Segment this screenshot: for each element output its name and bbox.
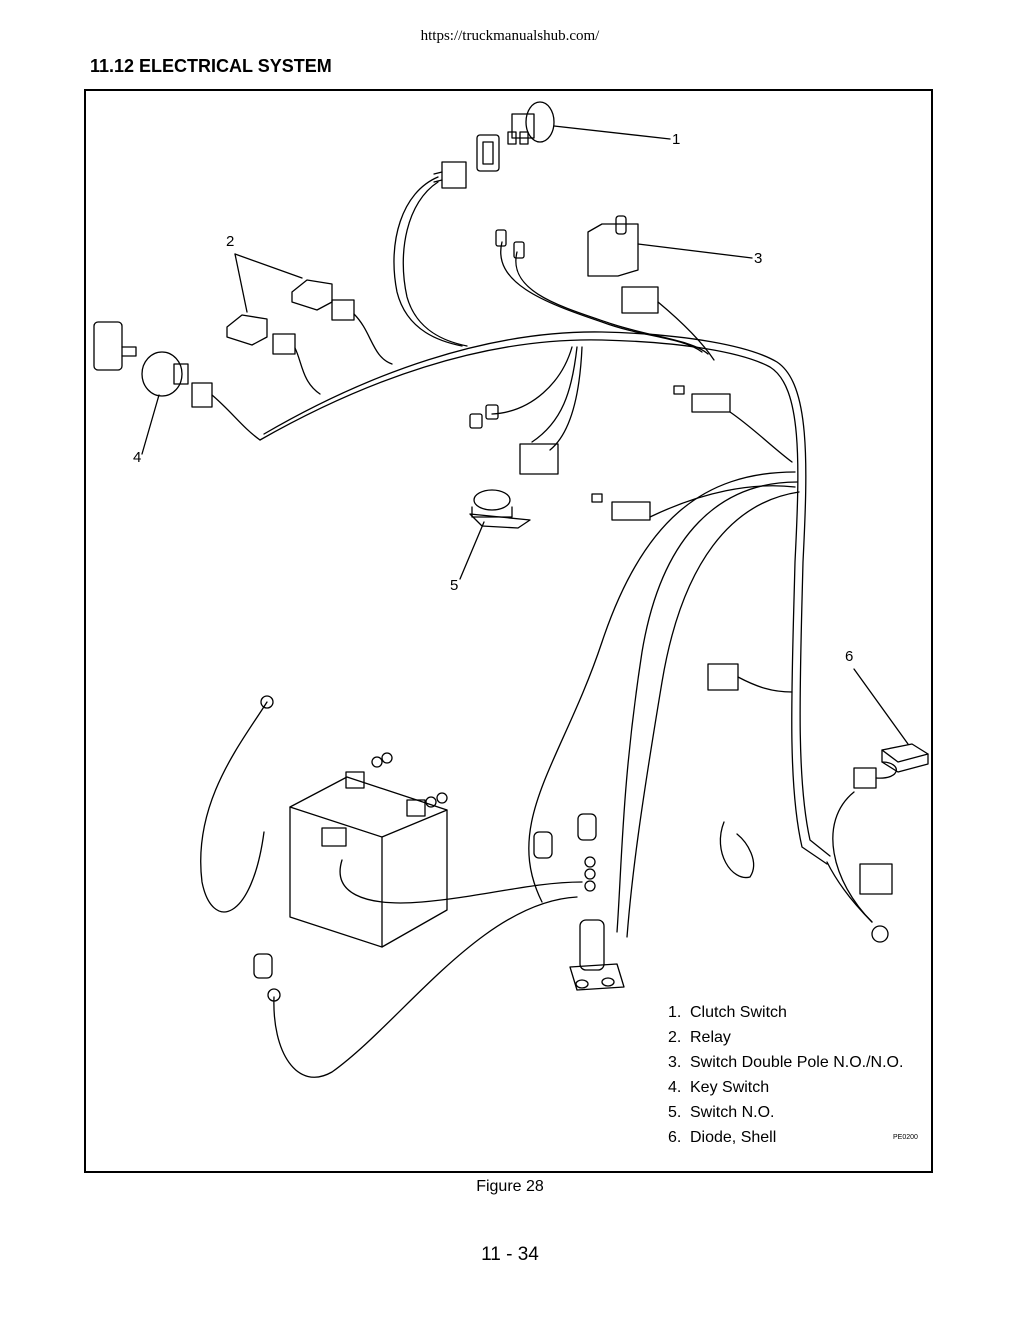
leader-line-1 — [553, 125, 671, 140]
battery-link-cable — [339, 859, 583, 904]
battery-nut-3 — [425, 796, 437, 808]
switch-no-part — [469, 489, 531, 529]
harness-trunk-inner — [263, 331, 831, 857]
legend-item: 2.Relay — [668, 1029, 731, 1046]
wiring-harness-diagram — [93, 101, 929, 1078]
legend-item: 5.Switch N.O. — [668, 1104, 775, 1121]
legend-item: 3.Switch Double Pole N.O./N.O. — [668, 1054, 904, 1071]
relay-part-a — [291, 279, 393, 365]
wire-top-a — [393, 176, 463, 347]
battery-nut-1 — [371, 756, 383, 768]
legend-item: 6.Diode, Shell — [668, 1129, 777, 1146]
callout-3: 3 — [754, 250, 763, 267]
terminal-boot-b — [533, 831, 553, 859]
callout-2: 2 — [226, 233, 235, 250]
battery-cable-positive — [273, 896, 578, 1078]
leader-line-4 — [141, 394, 160, 455]
double-pole-switch-part — [587, 215, 715, 361]
callout-6: 6 — [845, 648, 854, 665]
battery-part — [289, 771, 448, 948]
leader-line-6 — [853, 668, 909, 745]
leader-line-2a — [234, 253, 303, 279]
spade-terminal-b — [513, 241, 525, 259]
terminal-boot-c — [577, 813, 597, 841]
leader-line-5 — [459, 521, 485, 580]
wire-down-c — [491, 346, 573, 415]
callout-4: 4 — [133, 449, 142, 466]
legend-item: 1.Clutch Switch — [668, 1004, 787, 1021]
callout-1: 1 — [672, 131, 681, 148]
harness-trunk — [259, 339, 828, 865]
battery-nut-4 — [436, 792, 448, 804]
wire-down-a — [531, 346, 578, 443]
wire-long-a — [528, 471, 796, 903]
hook-clip — [719, 821, 755, 879]
wire-mid-a — [500, 241, 703, 353]
page-number: 11 - 34 — [481, 1244, 539, 1265]
battery-cable-negative — [200, 701, 268, 913]
connector-right-a — [691, 393, 731, 413]
spade-terminal-c — [469, 413, 483, 429]
source-url: https://truckmanualshub.com/ — [420, 28, 600, 44]
battery-nut-2 — [381, 752, 393, 764]
figure-legend: 1.Clutch Switch 2.Relay 3.Switch Double … — [668, 1000, 903, 1150]
fuse-right-b — [591, 493, 603, 503]
wire-long-b — [616, 481, 798, 933]
wire-right-a — [729, 411, 793, 463]
wire-lower-right-b — [826, 861, 873, 923]
wire-top-b — [402, 181, 468, 347]
solenoid-part — [569, 856, 625, 991]
leader-line-3 — [637, 243, 753, 259]
wire-long-c — [626, 491, 800, 938]
figure-frame: 1 2 3 4 5 6 — [84, 89, 933, 1173]
connector-right-b — [611, 501, 651, 521]
leader-line-2b — [234, 253, 248, 313]
spade-terminal-d — [485, 404, 499, 420]
ring-terminal-positive — [267, 988, 281, 1002]
ring-terminal-negative — [260, 695, 274, 709]
connector-center — [519, 443, 559, 475]
section-title: 11.12 ELECTRICAL SYSTEM — [90, 56, 332, 76]
wire-right-b — [649, 485, 796, 518]
fuse-right-a — [673, 385, 685, 395]
figure-caption: Figure 28 — [476, 1178, 544, 1195]
diode-shell-part — [853, 743, 929, 789]
wire-mid-b — [515, 251, 709, 355]
spade-terminal-a — [495, 229, 507, 247]
terminal-boot-a — [253, 953, 273, 979]
connector-top — [433, 161, 467, 189]
connector-lower-right — [859, 863, 893, 895]
connector-mid-right — [707, 663, 793, 693]
wire-lower-right-a — [832, 791, 873, 923]
key-switch-part — [93, 321, 261, 441]
clutch-switch-part — [476, 101, 555, 172]
callout-5: 5 — [450, 577, 459, 594]
drawing-code: PE0200 — [893, 1134, 918, 1141]
legend-item: 4.Key Switch — [668, 1079, 770, 1096]
relay-part-b — [226, 314, 321, 395]
ring-terminal-right — [871, 925, 889, 943]
